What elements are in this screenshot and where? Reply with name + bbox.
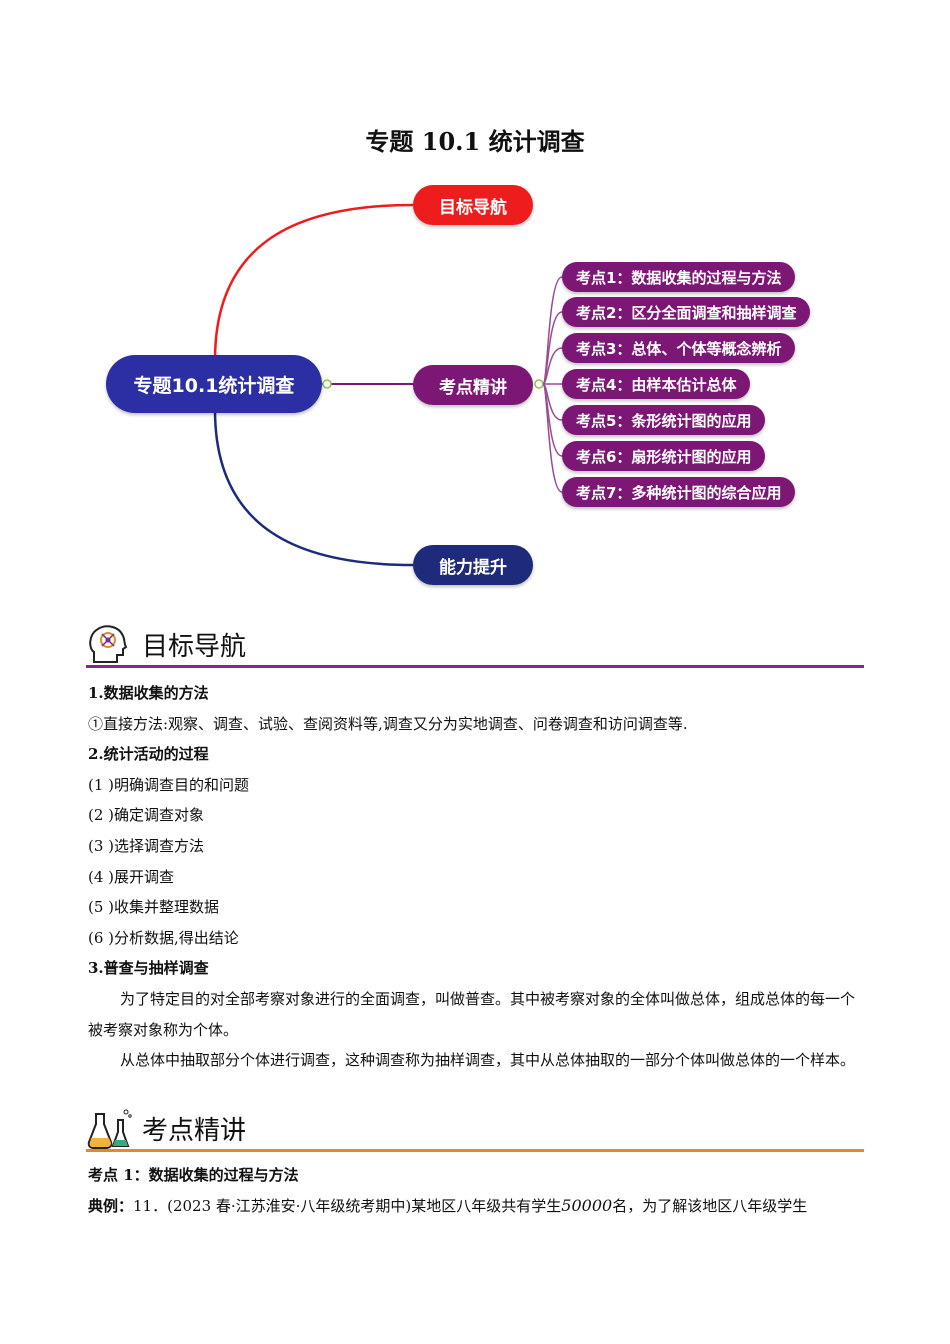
- example-label: 典例：: [88, 1196, 134, 1215]
- section-goal-content: 1.数据收集的方法 ①直接方法:观察、调查、试验、查阅资料等,调查又分为实地调查…: [88, 678, 864, 1076]
- step-4: (4 )展开调查: [88, 867, 175, 886]
- example-text: 11．(2023 春·江苏淮安·八年级统考期中)某地区八年级共有学生: [133, 1196, 562, 1215]
- section-points-rule: [86, 1149, 864, 1152]
- branch-ability: 能力提升: [413, 545, 533, 585]
- leaf-point-5: 考点5：条形统计图的应用: [562, 405, 766, 435]
- text-direct-methods: ①直接方法:观察、调查、试验、查阅资料等,调查又分为实地调查、问卷调查和访问调查…: [88, 714, 688, 733]
- example-tail: 名，为了解该地区八年级学生: [612, 1196, 808, 1215]
- leaf-point-6: 考点6：扇形统计图的应用: [562, 441, 766, 471]
- leaf-point-7: 考点7：多种统计图的综合应用: [562, 477, 796, 507]
- mind-map-connectors: [213, 203, 563, 567]
- leaf-point-4: 考点4：由样本估计总体: [562, 369, 751, 399]
- mindmap-root: 专题10.1统计调查: [106, 355, 322, 413]
- brain-gear-icon: [86, 622, 134, 666]
- example-line: 典例：11．(2023 春·江苏淮安·八年级统考期中)某地区八年级共有学生500…: [88, 1191, 864, 1222]
- heading-stat-process: 2.统计活动的过程: [88, 745, 209, 764]
- mind-map: 专题10.1统计调查 目标导航 考点精讲 能力提升 考点1：数据收集的过程与方法…: [0, 170, 950, 600]
- paragraph-census: 为了特定目的对全部考察对象进行的全面调查，叫做普查。其中被考察对象的全体叫做总体…: [88, 989, 856, 1039]
- step-1: (1 )明确调查目的和问题: [88, 775, 250, 794]
- section-points-title: 考点精讲: [142, 1116, 247, 1146]
- example-number: 50000: [561, 1195, 613, 1215]
- flask-icon: [86, 1106, 134, 1150]
- leaf-point-2: 考点2：区分全面调查和抽样调查: [562, 297, 811, 327]
- page-title: 专题 10.1 统计调查: [365, 127, 585, 156]
- step-2: (2 )确定调查对象: [88, 806, 205, 825]
- step-3: (3 )选择调查方法: [88, 836, 205, 855]
- section-goal-title: 目标导航: [142, 632, 247, 662]
- section-points-header: 考点精讲: [86, 1106, 864, 1152]
- leaf-point-1: 考点1：数据收集的过程与方法: [562, 262, 796, 292]
- paragraph-sampling: 从总体中抽取部分个体进行调查，这种调查称为抽样调查，其中从总体抽取的一部分个体叫…: [120, 1051, 856, 1070]
- branch-key-points: 考点精讲: [413, 365, 533, 405]
- point-1-title: 考点 1：数据收集的过程与方法: [88, 1166, 299, 1184]
- heading-data-methods: 1.数据收集的方法: [88, 684, 209, 702]
- section-goal-header: 目标导航: [86, 622, 864, 668]
- step-5: (5 )收集并整理数据: [88, 898, 220, 917]
- section-points-content: 考点 1：数据收集的过程与方法 典例：11．(2023 春·江苏淮安·八年级统考…: [88, 1160, 864, 1221]
- leaf-point-3: 考点3：总体、个体等概念辨析: [562, 333, 796, 363]
- step-6: (6 )分析数据,得出结论: [88, 928, 239, 947]
- heading-census-sampling: 3.普查与抽样调查: [88, 959, 209, 978]
- branch-goal: 目标导航: [413, 185, 533, 225]
- section-goal-rule: [86, 665, 864, 668]
